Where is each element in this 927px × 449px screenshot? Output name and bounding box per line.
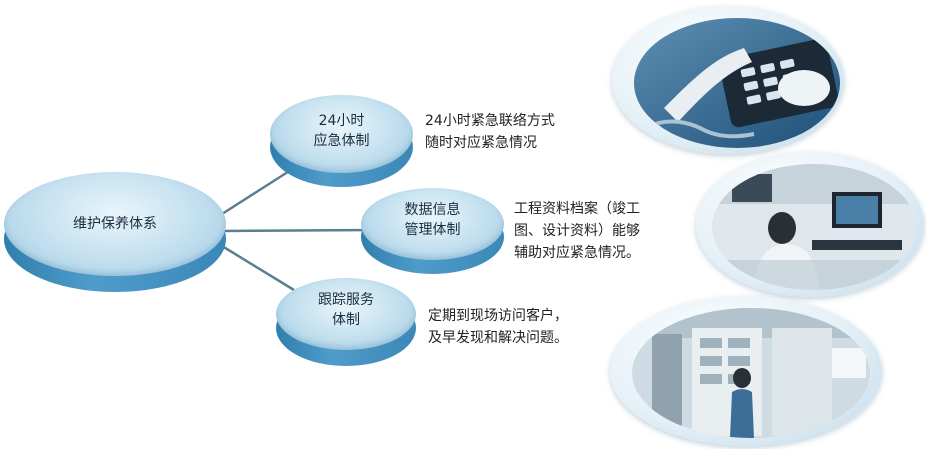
- main-node-label: 维护保养体系: [73, 216, 157, 232]
- branch-node-24h-emergency: 24小时 应急体制: [270, 95, 413, 187]
- branch-2-desc-line1: 工程资料档案（竣工: [514, 201, 640, 217]
- branch-3-desc-line1: 定期到现场访问客户，: [428, 308, 568, 324]
- branch-2-desc-line3: 辅助对应紧急情况。: [514, 245, 640, 261]
- branch-1-desc-line2: 随时对应紧急情况: [425, 135, 537, 151]
- branch-node-data-management: 数据信息 管理体制: [361, 188, 504, 274]
- branch-1-desc-line1: 24小时紧急联络方式: [425, 113, 555, 129]
- telephone-keypad-photo: [612, 6, 844, 154]
- branch-2-title-line2: 管理体制: [404, 222, 461, 238]
- branch-3-title-line2: 体制: [332, 312, 360, 328]
- branch-3-description: 定期到现场访问客户， 及早发现和解决问题。: [428, 305, 568, 349]
- branch-1-description: 24小时紧急联络方式 随时对应紧急情况: [425, 110, 555, 154]
- branch-node-follow-up-service: 跟踪服务 体制: [276, 278, 416, 366]
- connector-line-3: [221, 244, 295, 292]
- connector-line-1: [221, 166, 295, 216]
- branch-2-desc-line2: 图、设计资料）能够: [514, 223, 640, 239]
- branch-1-title-line2: 应急体制: [313, 133, 370, 149]
- main-node-disc: 维护保养体系: [4, 172, 226, 292]
- branch-2-description: 工程资料档案（竣工 图、设计资料）能够 辅助对应紧急情况。: [514, 198, 640, 264]
- branch-2-title-line1: 数据信息: [404, 202, 461, 218]
- branch-3-desc-line2: 及早发现和解决问题。: [428, 330, 568, 346]
- branch-1-title-line1: 24小时: [318, 113, 365, 129]
- control-panel-photo: [610, 296, 882, 446]
- branch-3-title-line1: 跟踪服务: [318, 292, 374, 308]
- connector-line-2: [221, 228, 376, 233]
- computer-workstation-photo: [696, 152, 924, 297]
